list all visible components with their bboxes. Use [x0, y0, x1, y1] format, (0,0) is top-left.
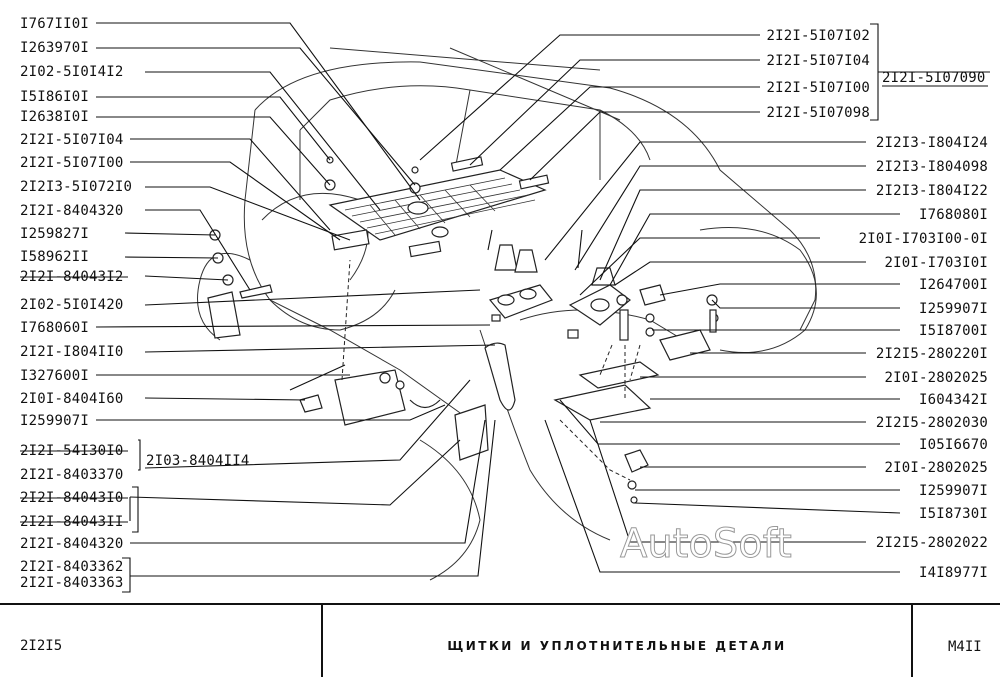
- label-left: 2I2I-8404320: [20, 536, 124, 552]
- label-left: 2I2I-I804II0: [20, 344, 124, 360]
- label-left: 2I2I3-5I072I0: [20, 179, 132, 195]
- label-left: 2I2I-8403363: [20, 575, 124, 591]
- label-right: 2I2I3-I804I22: [876, 183, 988, 199]
- fender-shield: [207, 284, 516, 461]
- label-right: 2I2I5-2802022: [876, 535, 988, 551]
- brackets: [122, 23, 990, 593]
- label-right: 2I0I-I703I0I: [884, 255, 988, 271]
- title-block: 2I2I5 ЩИТКИ И УПЛОТНИТЕЛЬНЫЕ ДЕТАЛИ M4II: [0, 603, 1000, 677]
- label-left: 2I2I-8404320: [20, 203, 124, 219]
- label-right: 2I2I5-2802030: [876, 415, 988, 431]
- underbody-shield: [491, 284, 719, 504]
- labels-right: 2I2I-5I07I02 2I2I-5I07I04 2I2I-5I07I00 2…: [146, 28, 988, 581]
- label-right: 2I2I-5I07098: [766, 105, 870, 121]
- label-right: I4I8977I: [919, 565, 988, 581]
- label-left: 2I02-5I0I4I2: [20, 64, 124, 80]
- label-right: 2I0I-2802025: [884, 370, 988, 386]
- label-right: I604342I: [919, 392, 988, 408]
- label-right: 2I2I3-I804098: [876, 159, 988, 175]
- sheet-number: M4II: [948, 639, 982, 655]
- label-left: 2I2I-8403370: [20, 467, 124, 483]
- label-right: I259907I: [919, 301, 988, 317]
- label-left: 2I2I-5I07I04: [20, 132, 124, 148]
- label-left: 2I0I-8404I60: [20, 391, 124, 407]
- label-left: 2I2I-5I07I00: [20, 155, 124, 171]
- labels-left: I767II0I I263970I 2I02-5I0I4I2 I5I86I0I …: [20, 16, 132, 591]
- label-right: 2I2I3-I804I24: [876, 135, 988, 151]
- label-left: I327600I: [20, 368, 89, 384]
- label-right: I264700I: [919, 277, 988, 293]
- label-right: I5I8730I: [919, 506, 988, 522]
- label-right: I05I6670: [919, 437, 988, 453]
- label-right: I5I8700I: [919, 323, 988, 339]
- label-left: I263970I: [20, 40, 89, 56]
- label-right: 2I2I-5I07I04: [766, 53, 870, 69]
- label-right: 2I0I-2802025: [884, 460, 988, 476]
- label-left: I768060I: [20, 320, 89, 336]
- label-left: I2638I0I: [20, 109, 89, 125]
- group-label: 2I2I-5I07090: [882, 70, 986, 86]
- label-left: I767II0I: [20, 16, 89, 32]
- label-right: I768080I: [919, 207, 988, 223]
- label-left: I58962II: [20, 249, 89, 265]
- label-left: 2I02-5I0I420: [20, 297, 124, 313]
- fog-lamp: [289, 259, 441, 426]
- leader-lines: [95, 22, 901, 577]
- label-right: 2I2I-5I07I02: [766, 28, 870, 44]
- label-right: 2I2I5-280220I: [876, 346, 988, 362]
- label-left: I5I86I0I: [20, 89, 89, 105]
- vehicle-body-outline: [197, 47, 817, 581]
- label-right: 2I0I-I703I00-0I: [859, 231, 988, 247]
- gearshift-boots: [487, 229, 631, 326]
- label-left: 2I2I-8403362: [20, 559, 124, 575]
- label-left: I259907I: [20, 413, 89, 429]
- model-number: 2I2I5: [20, 638, 62, 654]
- bracket-label: 2I03-8404II4: [146, 453, 250, 469]
- label-left: I259827I: [20, 226, 89, 242]
- floor-panel: [328, 156, 550, 258]
- watermark: AutoSoft: [620, 521, 792, 567]
- label-right: 2I2I-5I07I00: [766, 80, 870, 96]
- label-right: I259907I: [919, 483, 988, 499]
- diagram-title: ЩИТКИ И УПЛОТНИТЕЛЬНЫЕ ДЕТАЛИ: [447, 639, 786, 653]
